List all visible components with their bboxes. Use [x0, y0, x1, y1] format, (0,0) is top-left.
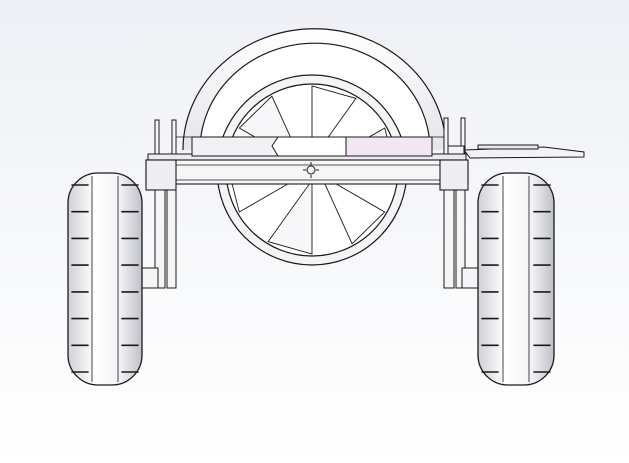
tire-left — [67, 172, 143, 386]
beam-left-cap — [145, 159, 177, 191]
cover-right-box — [345, 136, 433, 157]
tire-right — [477, 172, 555, 386]
tray-handle — [477, 144, 539, 150]
origin-marker-icon[interactable] — [303, 162, 319, 178]
tire-left-tread — [71, 184, 139, 373]
tire-right-body — [477, 172, 555, 386]
beam-right-cap — [439, 159, 469, 191]
leg-left-column-b — [166, 189, 177, 289]
leg-right-column-b — [455, 189, 466, 289]
upper-deck — [147, 136, 467, 161]
tire-right-tread — [481, 184, 551, 373]
leg-left-column-a — [154, 189, 166, 289]
tire-left-body — [67, 172, 143, 386]
cover-center-trapezoid — [271, 136, 353, 157]
tray-bracket — [447, 145, 465, 155]
side-tray — [447, 144, 585, 159]
cover-left-box — [191, 136, 279, 157]
leg-right-column-a — [443, 189, 455, 289]
